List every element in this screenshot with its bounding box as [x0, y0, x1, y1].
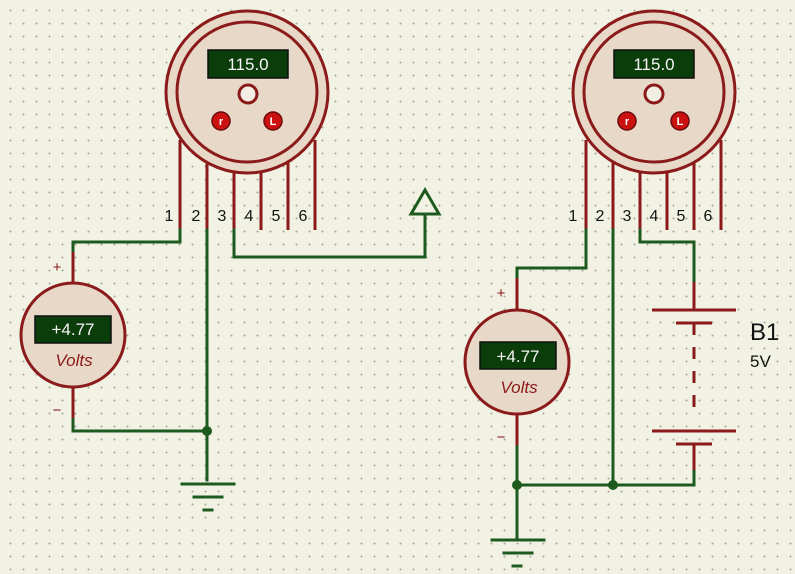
left-sensor-shaft-hole [237, 83, 259, 105]
battery-value: 5V [750, 352, 771, 371]
pin-label: 3 [623, 208, 632, 225]
pin-label: 4 [245, 208, 254, 225]
pin-label: 2 [596, 208, 605, 225]
left-voltmeter-display [34, 315, 112, 344]
right-voltmeter[interactable]: +4.77 Volts + − [463, 278, 571, 446]
terminal-arrow-icon [408, 187, 442, 216]
right-voltmeter-minus: − [497, 429, 506, 446]
pin-label: 3 [218, 208, 227, 225]
left-ground-symbol [180, 482, 236, 512]
right-junction-dot [608, 480, 618, 490]
pin-label: 4 [650, 208, 659, 225]
left-voltmeter-reading: +4.77 [51, 320, 94, 339]
pin-label: 5 [272, 208, 281, 225]
left-sensor-button-l[interactable]: L [263, 111, 283, 131]
right-wires [515, 228, 696, 542]
right-circuit: 115.0 r L 1 2 3 4 5 6 [463, 9, 779, 568]
right-ground-symbol [490, 538, 546, 568]
right-voltmeter-plus: + [497, 285, 506, 302]
left-wires [71, 213, 427, 482]
right-sensor-display-value: 115.0 [633, 55, 674, 74]
svg-text:r: r [625, 116, 630, 128]
battery-designator: B1 [750, 319, 779, 346]
svg-text:L: L [270, 116, 277, 128]
right-sensor-pin-labels: 1 2 3 4 5 6 [569, 208, 713, 225]
left-voltmeter[interactable]: +4.77 Volts + − [19, 252, 127, 419]
left-sensor-pin-labels: 1 2 3 4 5 6 [165, 208, 308, 225]
right-sensor-display [613, 49, 695, 79]
right-voltmeter-reading: +4.77 [496, 347, 539, 366]
battery-b1[interactable] [652, 282, 736, 470]
right-sensor-shaft-hole [643, 83, 665, 105]
pin-label: 2 [192, 208, 201, 225]
left-voltmeter-unit: Volts [55, 351, 93, 370]
left-rotation-sensor[interactable]: 115.0 r L [164, 9, 330, 175]
left-junction-dot [202, 426, 212, 436]
pin-label: 1 [165, 208, 174, 225]
right-voltmeter-display [479, 341, 557, 370]
pin-label: 5 [677, 208, 686, 225]
left-sensor-display [207, 49, 289, 79]
left-circuit: 115.0 r L 1 2 3 4 5 6 [19, 9, 442, 512]
pin-label: 6 [299, 208, 308, 225]
right-junction-dot [512, 480, 522, 490]
right-sensor-button-l[interactable]: L [670, 111, 690, 131]
right-voltmeter-unit: Volts [500, 378, 538, 397]
left-sensor-display-value: 115.0 [227, 55, 268, 74]
pin-label: 1 [569, 208, 578, 225]
svg-text:r: r [219, 116, 224, 128]
right-sensor-button-r[interactable]: r [617, 111, 637, 131]
left-sensor-button-r[interactable]: r [211, 111, 231, 131]
right-rotation-sensor[interactable]: 115.0 r L [571, 9, 737, 175]
left-voltmeter-minus: − [53, 402, 62, 419]
left-voltmeter-plus: + [53, 259, 62, 276]
svg-text:L: L [677, 116, 684, 128]
pin-label: 6 [704, 208, 713, 225]
